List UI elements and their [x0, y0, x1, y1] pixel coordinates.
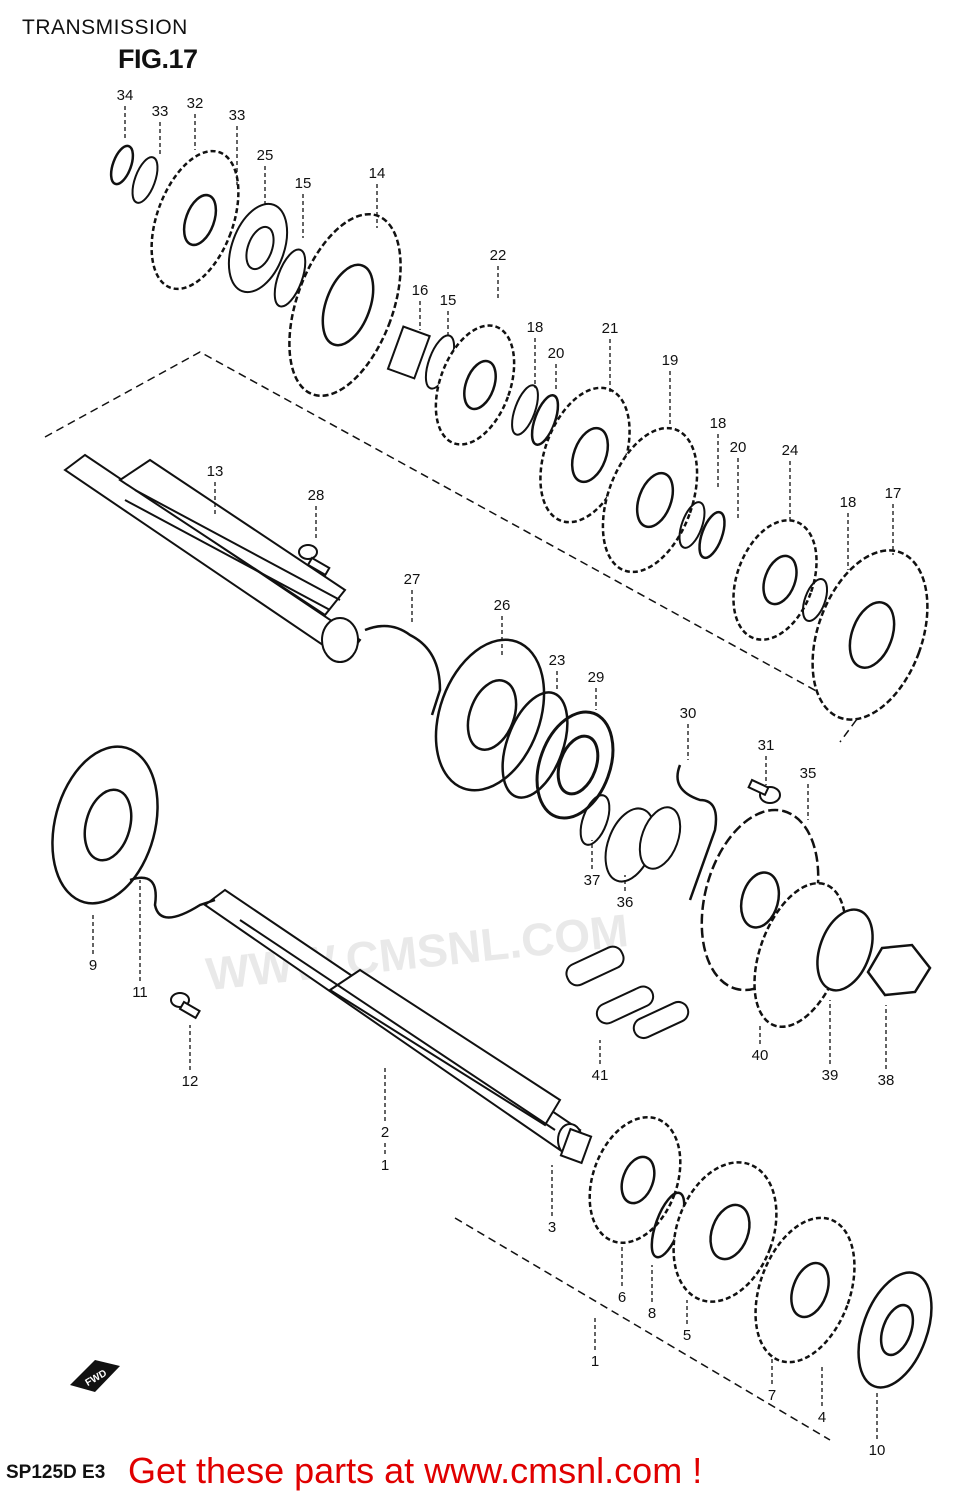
leader-lines	[92, 106, 894, 1439]
gear-24	[732, 519, 818, 641]
part-number-label: 2	[381, 1124, 389, 1141]
part-number-label: 18	[527, 319, 544, 336]
retainer-plate-11	[129, 876, 216, 919]
part-number-label: 41	[592, 1067, 609, 1084]
washer-18-c	[801, 578, 829, 622]
part-number-label: 23	[549, 652, 566, 669]
gear-6	[588, 1116, 682, 1244]
model-code: SP125D E3	[6, 1462, 106, 1483]
part-number-label: 21	[602, 320, 619, 337]
gear-14	[288, 212, 402, 398]
lock-washer-39	[816, 908, 874, 992]
part-number-label: 12	[182, 1073, 199, 1090]
part-number-label: 10	[869, 1442, 886, 1459]
bearing-retainer-27	[364, 624, 442, 716]
page-title: TRANSMISSION	[22, 16, 188, 39]
part-number-label: 33	[152, 103, 169, 120]
screw-12	[170, 992, 201, 1020]
washer-15-a	[273, 248, 307, 308]
driveshaft	[203, 888, 583, 1157]
part-number-label: 16	[412, 282, 429, 299]
circlip-20-b	[698, 510, 726, 560]
part-number-label: 20	[548, 345, 565, 362]
nut-38	[866, 943, 932, 997]
part-number-label: 36	[617, 894, 634, 911]
part-number-label: 31	[758, 737, 775, 754]
circlip-34	[109, 144, 135, 186]
washer-18-a	[511, 384, 539, 436]
part-number-label: 33	[229, 107, 246, 124]
part-number-label: 34	[117, 87, 134, 104]
gear-32	[150, 149, 240, 291]
part-number-label: 11	[132, 984, 148, 1001]
part-number-label: 3	[548, 1219, 556, 1236]
gear-19	[601, 426, 699, 574]
spacer-36	[604, 806, 682, 883]
cta-link[interactable]: Get these parts at www.cmsnl.com !	[128, 1450, 703, 1491]
bolt-31	[747, 778, 781, 804]
countershaft-group-outline	[44, 351, 862, 743]
washer-18-b	[678, 501, 706, 549]
gear-17	[811, 549, 929, 721]
gear-22	[434, 324, 516, 446]
chain-joint-41	[565, 945, 690, 1040]
part-number-label: 39	[822, 1067, 839, 1084]
part-number-label: 18	[840, 494, 857, 511]
figure-label: FIG.17	[118, 44, 198, 74]
part-number-label: 29	[588, 669, 605, 686]
part-number-label: 7	[768, 1387, 776, 1404]
part-number-label: 28	[308, 487, 325, 504]
part-number-label: 9	[89, 957, 97, 974]
part-number-label: 40	[752, 1047, 769, 1064]
part-number-label: 8	[648, 1305, 656, 1322]
fwd-arrow-icon: FWD	[70, 1360, 120, 1392]
part-number-label: 1	[381, 1157, 389, 1174]
part-number-label: 15	[440, 292, 457, 309]
part-number-label: 30	[680, 705, 697, 722]
part-number-label: 5	[683, 1327, 691, 1344]
part-number-label: 14	[369, 165, 386, 182]
part-number-label: 24	[782, 442, 799, 459]
bearing-9	[51, 745, 159, 905]
part-number-label: 18	[710, 415, 727, 432]
gear-5	[672, 1161, 778, 1303]
bearing-26	[434, 638, 546, 792]
washer-33	[131, 156, 159, 204]
part-number-label: 4	[818, 1409, 826, 1426]
gear-7	[754, 1216, 856, 1364]
part-number-label: 6	[618, 1289, 626, 1306]
retainer-30	[676, 764, 718, 901]
part-number-label: 1	[591, 1353, 599, 1370]
part-number-label: 35	[800, 765, 817, 782]
part-number-label: 19	[662, 352, 679, 369]
o-ring-37	[579, 794, 611, 846]
part-number-label: 22	[490, 247, 507, 264]
part-number-label: 20	[730, 439, 747, 456]
part-number-label: 26	[494, 597, 511, 614]
bearing-10	[857, 1271, 933, 1389]
screw-28	[298, 544, 331, 577]
part-number-label: 37	[584, 872, 601, 889]
oil-seal-29	[535, 710, 615, 820]
needle-bearing-3	[559, 1127, 593, 1165]
part-number-label: 25	[257, 147, 274, 164]
driveshaft-group-outline	[454, 1217, 831, 1441]
part-number-label: 27	[404, 571, 421, 588]
part-number-label: 32	[187, 95, 204, 112]
countershaft	[63, 453, 362, 663]
part-number-label: 17	[885, 485, 902, 502]
bearing-25	[227, 202, 289, 294]
part-number-label: 15	[295, 175, 312, 192]
part-number-label: 38	[878, 1072, 895, 1089]
part-number-label: 13	[207, 463, 224, 480]
needle-bearing-16	[386, 325, 431, 380]
